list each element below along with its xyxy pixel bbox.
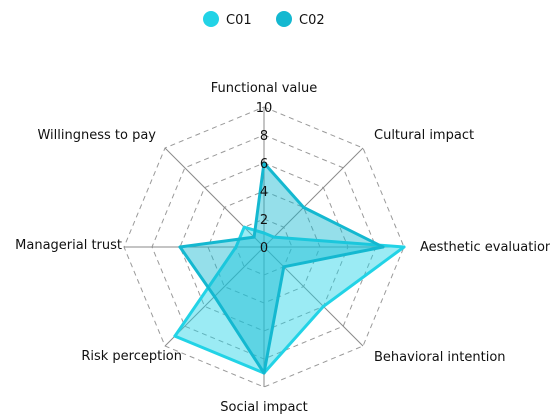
series-c02-point-functional-value xyxy=(262,161,266,165)
tick-label-2: 2 xyxy=(260,213,268,228)
tick-label-6: 6 xyxy=(260,157,268,172)
series-c02-point-risk-perception xyxy=(213,294,217,298)
series-c02-point-managerial-trust xyxy=(178,245,182,249)
axis-label-functional-value: Functional value xyxy=(211,81,318,96)
series-layer xyxy=(173,161,406,375)
tick-label-0: 0 xyxy=(260,241,268,256)
series-c01-point-cultural-impact xyxy=(272,235,276,239)
legend-item-c02[interactable]: C02 xyxy=(276,11,325,28)
series-c01-point-managerial-trust xyxy=(234,245,238,249)
series-c01-point-behavioral-intention xyxy=(321,304,325,308)
axis-label-aesthetic-evaluation: Aesthetic evaluation xyxy=(420,240,550,255)
series-c02-point-social-impact xyxy=(262,371,266,375)
axis-label-willingness-to-pay: Willingness to pay xyxy=(37,128,156,143)
grid-ring-10 xyxy=(123,106,405,388)
axis-label-social-impact: Social impact xyxy=(220,400,307,415)
series-c01-point-risk-perception xyxy=(173,334,177,338)
tick-label-8: 8 xyxy=(260,129,268,144)
legend-swatch-c01 xyxy=(203,11,219,27)
spoke-behavioral-intention xyxy=(263,246,364,347)
spoke-cultural-impact xyxy=(263,147,364,248)
series-c02-point-aesthetic-evaluation xyxy=(381,245,385,249)
tick-label-10: 10 xyxy=(256,101,273,116)
series-c02-point-willingness-to-pay xyxy=(252,235,256,239)
legend-item-c01[interactable]: C01 xyxy=(203,11,252,28)
legend-swatch-c02 xyxy=(276,11,292,27)
axis-label-cultural-impact: Cultural impact xyxy=(374,128,474,143)
legend-label-c01: C01 xyxy=(226,13,252,28)
grid-ring-6 xyxy=(179,162,349,332)
axis-label-managerial-trust: Managerial trust xyxy=(15,238,122,253)
spoke-willingness-to-pay xyxy=(164,147,265,248)
tick-label-4: 4 xyxy=(260,185,268,200)
series-c02-point-cultural-impact xyxy=(302,205,306,209)
tick-labels: 0 2 4 6 8 10 xyxy=(256,101,273,256)
series-c01-point-willingness-to-pay xyxy=(242,225,246,229)
legend-label-c02: C02 xyxy=(299,13,325,28)
series-c01-point-aesthetic-evaluation xyxy=(402,245,406,249)
series-c01-point-functional-value xyxy=(262,231,266,235)
series-c02-point-behavioral-intention xyxy=(282,265,286,269)
axis-label-behavioral-intention: Behavioral intention xyxy=(374,350,506,365)
legend: C01 C02 xyxy=(203,11,325,28)
axis-label-risk-perception: Risk perception xyxy=(81,349,182,364)
